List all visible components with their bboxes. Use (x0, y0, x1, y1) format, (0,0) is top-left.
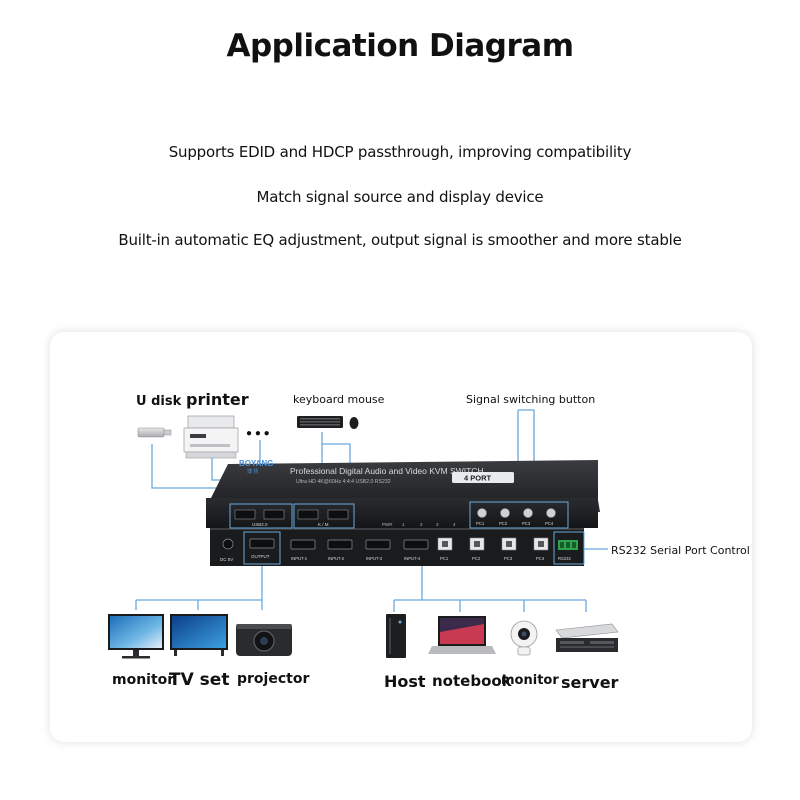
monitor-icon (108, 614, 164, 659)
input-hdmi-ports (290, 539, 429, 550)
host-icon (386, 614, 406, 658)
input2-port (327, 539, 353, 550)
dc-label: DC 5V (220, 557, 233, 562)
udisk-icon (137, 427, 172, 438)
led-4: 4 (453, 522, 456, 527)
output-port-label: OUTPUT (251, 554, 270, 559)
output-port-frame (243, 531, 281, 565)
notebook-icon (428, 616, 496, 654)
feature-signal-match: Match signal source and display device (256, 188, 544, 206)
page-title: Application Diagram (226, 28, 575, 64)
server-icon (555, 623, 619, 652)
km-port-a (297, 509, 319, 520)
port-badge: 4 PORT (464, 474, 492, 483)
udisk-label: U disk (136, 394, 182, 409)
brand-logo: BOYANG (239, 459, 273, 468)
output-monitor-label: monitor (112, 672, 175, 688)
source-server-label: server (561, 673, 619, 692)
km-port-b (327, 509, 349, 520)
led-3: 3 (436, 522, 439, 527)
output-tv-label: TV set (169, 670, 230, 690)
input1-port (290, 539, 316, 550)
pc4-button (546, 508, 556, 518)
input2-label: INPUT-2 (328, 556, 345, 561)
pc4-button-label: PC4 (545, 521, 554, 526)
usb-port-a (234, 509, 256, 520)
more-devices-dots: ● ● ● (246, 428, 270, 439)
printer-label: printer (186, 390, 249, 409)
rs232-frame (553, 531, 585, 565)
led-indicators: 1 2 3 4 (402, 522, 456, 527)
device-name: Professional Digital Audio and Video KVM… (290, 466, 484, 476)
feature-auto-eq: Built-in automatic EQ adjustment, output… (118, 231, 682, 249)
source-host-label: Host (384, 672, 426, 691)
switch-buttons-frame (469, 501, 569, 529)
usb-port-b (263, 509, 285, 520)
rs232-label: RS232 Serial Port Control (611, 544, 750, 557)
km-ports-frame (293, 503, 355, 529)
feature-edid-hdcp: Supports EDID and HDCP passthrough, impr… (168, 143, 632, 161)
pc-buttons (477, 508, 556, 518)
source-monitor-label: monitor (501, 673, 559, 688)
usb-b-pc4-label: PC4 (536, 556, 545, 561)
switch-button-label: Signal switching button (466, 393, 596, 406)
km-port-label: K / M (318, 522, 329, 527)
usb-b-ports (437, 537, 549, 551)
output-hdmi-port (249, 538, 275, 549)
dc-jack (222, 538, 234, 550)
pc1-button (477, 508, 487, 518)
camera-icon (510, 620, 538, 656)
pwr-label: PWR (382, 522, 393, 527)
diagram-panel: U disk printer keyboard mouse Signal swi… (50, 332, 752, 742)
rs232-port-label: RS232 (558, 556, 571, 561)
usb-b-pc2-label: PC2 (472, 556, 481, 561)
port-badge-bg (452, 472, 514, 483)
usb-b-pc3-label: PC3 (504, 556, 513, 561)
input4-port (403, 539, 429, 550)
projector-icon (236, 624, 292, 656)
diagram-graphic: ● ● ● BOYANG 博 扬 Professional Digital Au… (108, 409, 619, 659)
mouse-icon (349, 417, 359, 429)
brand-sub: 博 扬 (247, 468, 258, 475)
pc2-button-label: PC2 (499, 521, 508, 526)
printer-icon (183, 415, 239, 459)
output-projector-label: projector (237, 671, 310, 687)
pc1-button-label: PC1 (476, 521, 485, 526)
usb-b-pc1-label: PC1 (440, 556, 449, 561)
input3-port (365, 539, 391, 550)
led-1: 1 (402, 522, 405, 527)
input1-label: INPUT-1 (291, 556, 308, 561)
pc3-button (523, 508, 533, 518)
usb-ports-frame (229, 503, 293, 529)
usb-port-label: USB2.0 (252, 522, 268, 527)
tv-icon (170, 614, 228, 656)
pc3-button-label: PC3 (522, 521, 531, 526)
device-specs: Ultra HD 4K@60Hz 4:4:4 USB2.0 RS232 (296, 479, 391, 485)
pc2-button (500, 508, 510, 518)
input3-label: INPUT-3 (366, 556, 383, 561)
source-notebook-label: notebook (432, 672, 512, 690)
keyboard-icon (297, 416, 343, 428)
input4-label: INPUT-4 (404, 556, 421, 561)
keyboard-mouse-label: keyboard mouse (293, 393, 385, 406)
led-2: 2 (420, 522, 423, 527)
